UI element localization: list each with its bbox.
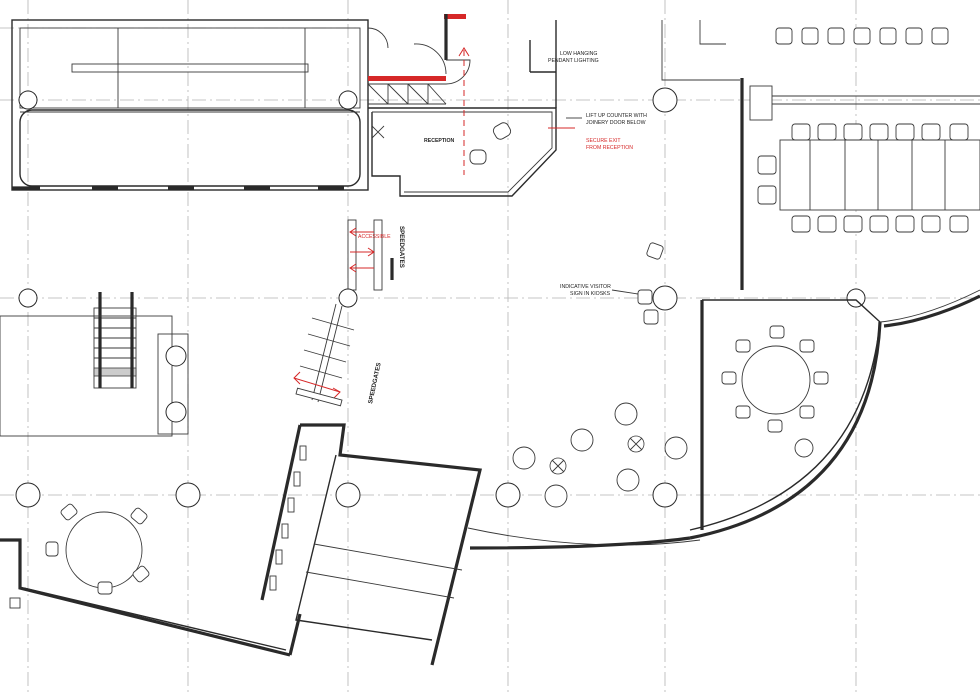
- label-speedgates-top: SPEEDGATES: [398, 226, 405, 268]
- reception-area: [367, 14, 557, 197]
- label-pendant-lighting: PENDANT LIGHTING: [548, 58, 599, 64]
- bottom-left-table: [45, 503, 150, 595]
- bottom-structure: [0, 423, 701, 666]
- top-edge-chairs: [661, 20, 949, 81]
- secure-exit-route: [458, 47, 582, 175]
- visitor-kiosks: [611, 242, 664, 325]
- label-joinery-door: JOINERY DOOR BELOW: [586, 120, 646, 126]
- label-secure-exit: SECURE EXIT: [586, 138, 621, 144]
- label-from-reception: FROM RECEPTION: [586, 145, 633, 151]
- label-indicative-visitor: INDICATIVE VISITOR: [560, 284, 611, 290]
- label-accessible: ACCESSIBLE: [358, 234, 391, 240]
- label-speedgates-bottom: SPEEDGATES: [367, 362, 383, 404]
- label-sign-in-kiosks: SIGN IN KIOSKS: [570, 291, 611, 297]
- stairs: [0, 292, 189, 437]
- label-reception: RECEPTION: [424, 138, 455, 144]
- boardroom-table: [740, 78, 980, 290]
- lounge-seating: [512, 402, 688, 508]
- speedgates-diagonal: [293, 303, 355, 407]
- label-lift-up-counter: LIFT UP COUNTER WITH: [586, 113, 647, 119]
- top-left-room: [11, 19, 389, 191]
- label-low-hanging: LOW HANGING: [560, 51, 597, 57]
- speedgates-top: [347, 219, 394, 291]
- round-meeting-room: [689, 289, 980, 540]
- structural-columns: [15, 87, 866, 508]
